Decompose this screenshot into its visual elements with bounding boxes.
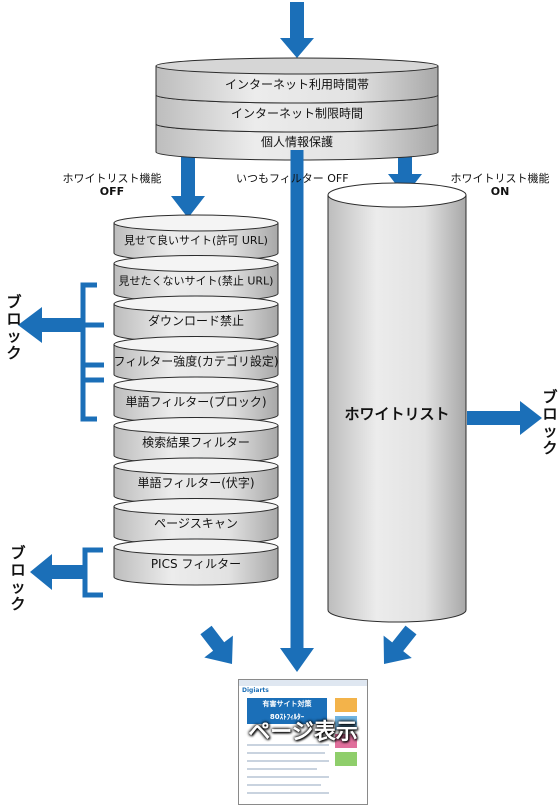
block-label-right: ブロック (542, 389, 558, 457)
block-label-char: ク (6, 344, 22, 362)
filter-cylinder-4: フィルター強度(カテゴリ設定) (113, 336, 279, 384)
top-stack-layer-1: インターネット利用時間帯 (155, 57, 439, 104)
whitelist-label: ホワイトリスト (344, 405, 449, 423)
block-label-char: ッ (542, 422, 558, 440)
always-filter-off-arrow (280, 150, 314, 672)
block-arrow-upper (18, 307, 84, 343)
filter-cylinder-7: 単語フィルター(伏字) (113, 457, 279, 505)
block-label-char: ク (10, 595, 26, 613)
filter-cylinder-1: 見せて良いサイト(許可 URL) (113, 214, 279, 262)
top-stack-label-2: インターネット制限時間 (231, 107, 363, 121)
whitelist-off-label: ホワイトリスト機能 OFF (57, 172, 167, 198)
block-label-char: ロ (6, 310, 22, 328)
top-stack-label-3: 個人情報保護 (261, 134, 333, 149)
whitelist-on-label: ホワイトリスト機能 ON (442, 172, 558, 198)
filter-label-2: 見せたくないサイト(禁止 URL) (119, 275, 274, 288)
screenshot-banner-line1: 有害サイト対策 (262, 700, 312, 708)
filter-cylinder-6: 検索結果フィルター (113, 417, 279, 465)
block-label-char: ブ (6, 293, 22, 311)
block-label-char: ブ (10, 544, 26, 562)
page-display-screenshot: Digiarts 有害サイト対策 80ｽﾄﾌｨﾙﾀｰ ページ表示 (238, 679, 368, 805)
filter-cylinder-2: 見せたくないサイト(禁止 URL) (113, 255, 279, 303)
block-label-char: ブ (542, 388, 558, 406)
filters-output-arrow (200, 625, 233, 664)
filter-cylinder-8: ページスキャン (113, 498, 279, 546)
whitelist-output-arrow (383, 625, 417, 664)
filter-label-1: 見せて良いサイト(許可 URL) (124, 233, 268, 247)
whitelist-off-line1: ホワイトリスト機能 (62, 172, 162, 185)
whitelist-off-line2: OFF (99, 185, 125, 198)
page-display-title: ページ表示 (248, 720, 358, 745)
screenshot-logo: Digiarts (242, 687, 269, 694)
block-label-char: ロ (542, 405, 558, 423)
whitelist-off-arrow (171, 150, 205, 218)
block-label-lower: ブロック (10, 545, 26, 613)
block-label-char: ッ (10, 578, 26, 596)
filter-label-7: 単語フィルター(伏字) (137, 475, 254, 490)
filter-label-4: フィルター強度(カテゴリ設定) (113, 354, 278, 369)
top-stack-label-1: インターネット利用時間帯 (225, 78, 369, 92)
block-label-upper: ブロック (6, 294, 22, 362)
filter-label-3: ダウンロード禁止 (148, 313, 244, 328)
filter-label-6: 検索結果フィルター (142, 436, 250, 450)
whitelist-on-line1: ホワイトリスト機能 (450, 172, 550, 185)
always-filter-off-label: いつもフィルター OFF (236, 172, 349, 185)
entry-arrow (280, 2, 314, 58)
block-bracket-lower (30, 547, 103, 598)
whitelist-block-arrow (467, 401, 542, 435)
filter-cylinder-5: 単語フィルター(ブロック) (113, 376, 279, 424)
filter-label-5: 単語フィルター(ブロック) (125, 394, 266, 409)
whitelist-cylinder: ホワイトリスト (327, 182, 467, 623)
block-label-char: ロ (10, 561, 26, 579)
screenshot-banner: 有害サイト対策 80ｽﾄﾌｨﾙﾀｰ (247, 698, 327, 724)
filter-label-9: PICS フィルター (151, 557, 241, 571)
filter-cylinder-3: ダウンロード禁止 (113, 295, 279, 343)
block-bracket-upper (18, 282, 104, 422)
filter-cylinder-9: PICS フィルター (113, 538, 279, 586)
filter-label-8: ページスキャン (154, 517, 238, 531)
block-label-char: ク (542, 439, 558, 457)
block-label-char: ッ (6, 327, 22, 345)
screenshot-banner-line2: 80ｽﾄﾌｨﾙﾀｰ (269, 713, 305, 721)
whitelist-on-line2: ON (490, 185, 510, 198)
block-arrow-lower (30, 554, 86, 590)
